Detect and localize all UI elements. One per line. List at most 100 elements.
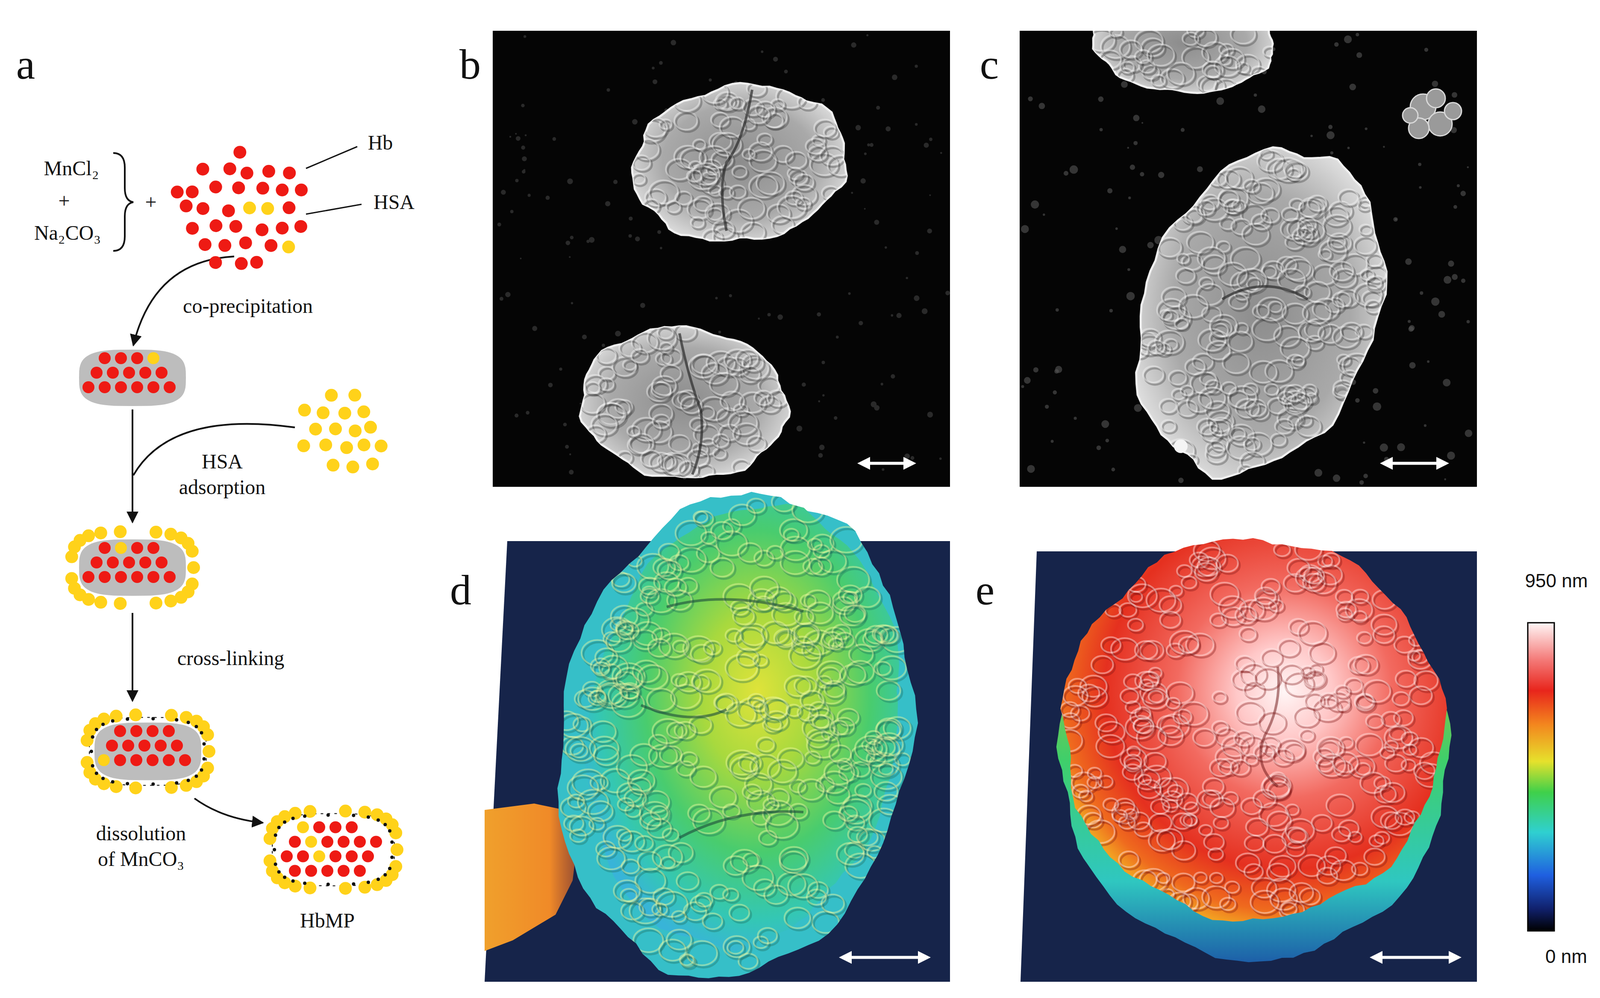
speckle [1364,127,1368,130]
surface-texture [720,391,745,411]
speckle [715,296,718,300]
hb-dot [264,238,278,252]
speckle [582,334,587,340]
hsa-dot [113,525,127,539]
sem-image [1019,30,1477,487]
sem-particle [1136,147,1387,479]
surface-texture [668,434,690,452]
cross-link [366,815,371,819]
surface-texture [597,847,625,870]
speckle [1099,127,1103,132]
speckle [1456,184,1460,188]
speckle [1127,268,1131,272]
process-arrow [194,798,263,823]
cross-link [291,816,295,821]
speckle [914,251,919,256]
speckle [500,189,506,195]
hsa-dot [149,525,163,539]
surface-texture [729,904,750,921]
surface-texture [784,907,811,928]
surface-texture [729,504,756,525]
surface-texture [1166,438,1195,461]
speckle [1349,83,1357,91]
surface-texture [643,117,668,137]
surface-texture [765,811,798,838]
speckle [520,145,526,150]
surface-texture [1332,385,1348,398]
speckle [777,314,783,321]
process-arrow [131,409,134,523]
hb-dot [275,183,289,197]
cross-link [111,779,115,784]
surface-texture [711,521,733,539]
sem-texture [579,321,789,480]
surface-texture [666,929,692,950]
cross-link [89,717,207,786]
surface-texture [1291,355,1305,366]
speckle [521,156,527,162]
speckle [1129,164,1136,170]
hb-dot [154,739,167,752]
surface-texture [702,913,723,930]
hb-dot [235,257,248,271]
cross-link [326,882,330,886]
hb-dot [114,725,127,738]
hsa-dot [305,835,318,848]
surface-texture [1228,294,1248,309]
speckle [796,425,803,432]
surface-texture [742,784,762,800]
surface-texture [1295,415,1321,436]
surface-texture [1230,30,1256,44]
speckle [1393,217,1398,222]
surface-texture [663,452,691,475]
surface-texture [658,543,680,560]
hb-dot [147,570,160,583]
speckle [708,78,712,82]
cross-link [273,862,278,866]
surface-texture [1252,68,1268,81]
speckle [1069,165,1079,174]
surface-texture [1264,48,1278,59]
cross-link [125,782,130,786]
speckle [1332,474,1341,482]
hb-dot [196,162,210,176]
cross-link [366,880,371,884]
hsa-dot [288,806,302,820]
speckle [1382,145,1386,148]
hsa-dot [313,850,326,863]
speckle [601,343,606,348]
speckle [905,276,909,280]
speckle [563,422,568,427]
hb-dot [98,570,111,583]
speckle [1115,227,1118,230]
speckle [1055,308,1059,312]
speckle [1141,122,1144,124]
hb-dot [147,541,160,554]
surface-texture [869,808,899,832]
surface-texture [1270,433,1286,446]
hb-dot [130,754,143,767]
surface-texture [658,633,689,657]
hb-dot [229,220,243,233]
cross-link [186,778,191,783]
speckle [913,295,920,301]
speckle [1026,464,1035,473]
hb-dot [223,162,237,176]
surface-texture [1231,218,1251,235]
speckle [640,302,646,309]
surface-texture [1197,418,1217,435]
surface-texture [591,414,617,435]
speckle [527,193,531,197]
surface-texture [876,680,901,700]
surface-texture [632,155,651,170]
surface-texture [1147,44,1175,66]
debris [1402,107,1418,124]
surface-texture [666,200,681,213]
hsa-dot [338,804,352,818]
speckle [1419,291,1424,295]
hsa-dot [319,438,333,452]
speckle [767,312,771,317]
surface-texture [1180,385,1193,396]
speckle [658,61,663,65]
hb-dot [123,366,136,379]
